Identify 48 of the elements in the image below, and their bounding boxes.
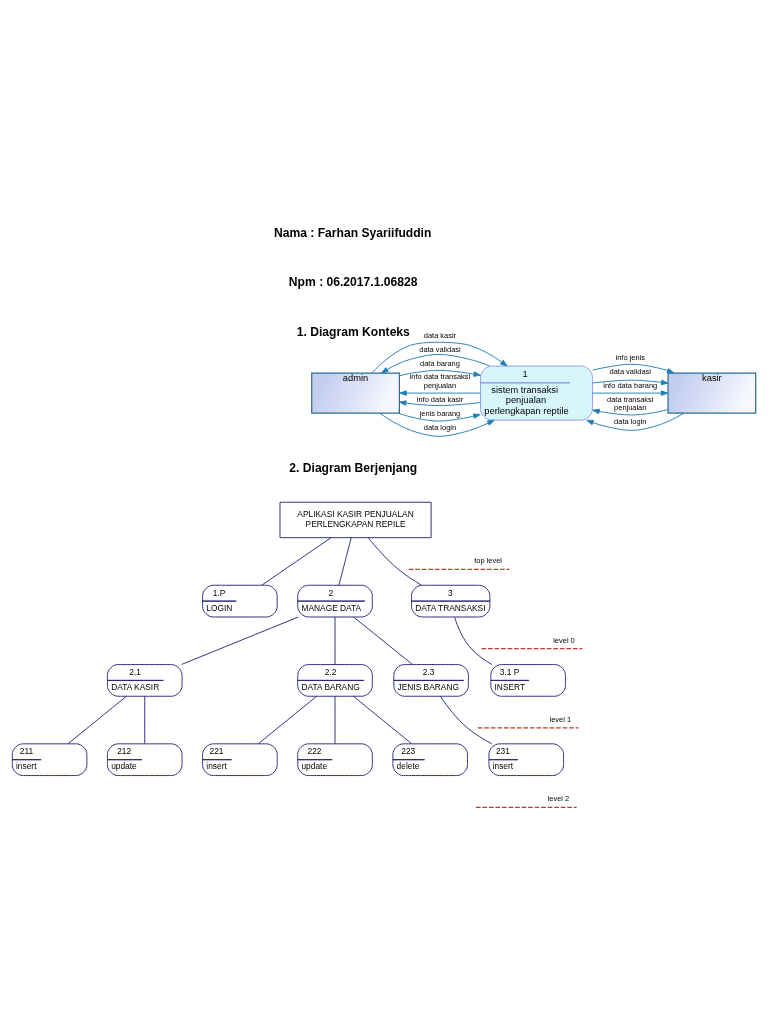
edge-label: data transaksi penjualan [607,394,654,412]
arrow [399,389,481,396]
edge-label: jenis barang [419,408,461,418]
edge-label: info data kasir [416,394,464,404]
arrow [399,369,481,377]
node-box: kasir [667,371,757,414]
arrow [380,353,490,373]
arrow [371,341,508,373]
edge-label: data kasir [423,330,457,339]
arrow [379,412,495,437]
label: level 2 [547,793,570,803]
connector [144,695,146,744]
arrow [592,408,669,415]
connector [181,616,299,665]
label: Npm : 06.2017.1.06828 [288,274,418,289]
connector [258,695,318,744]
connector [261,536,332,585]
edge-label: info data barang [603,380,658,390]
connector [334,695,336,744]
connector [353,616,413,665]
connector [338,536,352,585]
connector [454,616,493,665]
arrow [592,379,669,385]
connector [67,695,127,744]
arrow [592,363,675,373]
edge-label: data barang [420,357,460,367]
connector [352,695,413,744]
label: top level [474,555,502,565]
edge-label: info data transaksi penjualan [409,371,471,390]
label: 2. Diagram Berjenjang [289,460,418,475]
connector [334,616,336,665]
edge-label: data login [423,422,457,432]
arrow [399,399,481,406]
arrow [586,412,685,431]
arrow [592,389,669,396]
edge-label: data validasi [609,366,651,376]
edge-label: data login [614,416,647,426]
node-box: admin [311,371,400,414]
edge-label: data validasi [419,344,461,353]
label: 1. Diagram Konteks [296,324,410,339]
connector [367,536,422,586]
connector [440,695,493,744]
edge-label: info jenis [615,352,645,362]
node-box: APLIKASI KASIR PENJUALAN PERLENGKAPAN REPILE [279,501,432,538]
label: level 0 [553,635,575,645]
label: level 1 [549,714,572,724]
label: Nama : Farhan Syariifuddin [273,225,432,240]
arrow [398,412,481,422]
